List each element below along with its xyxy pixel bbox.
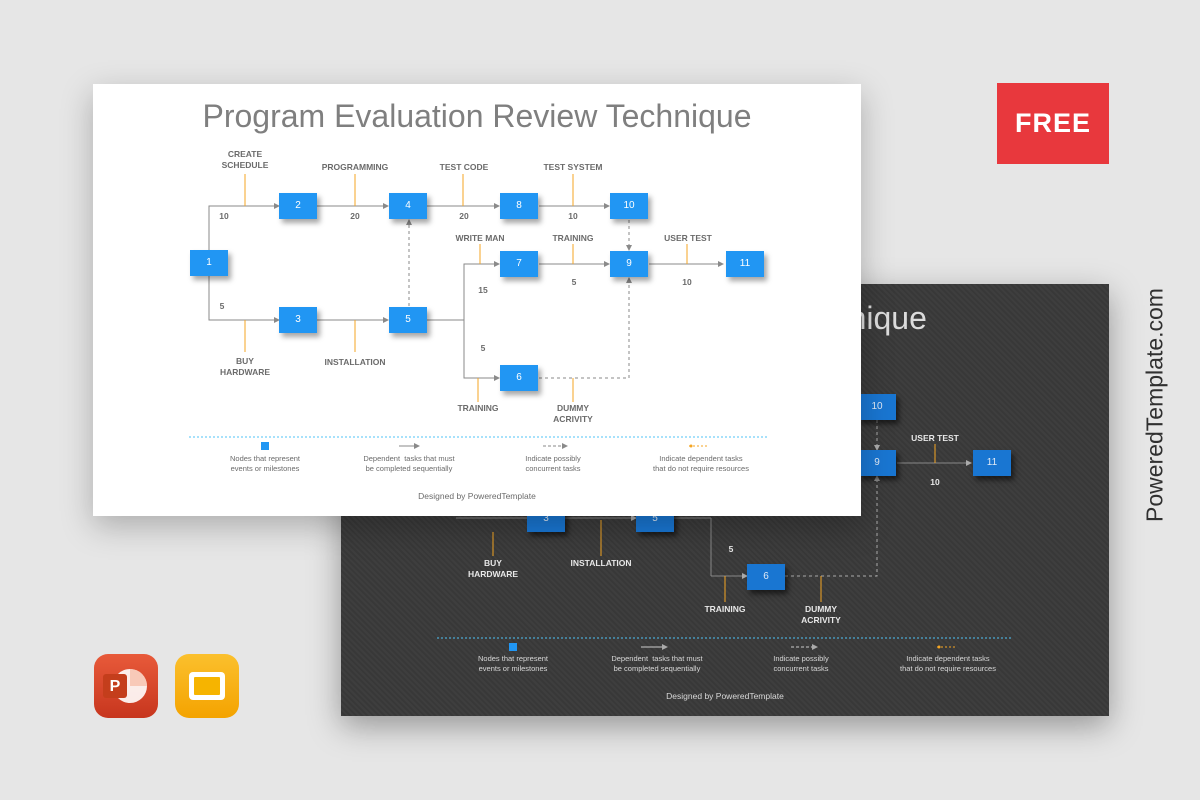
powerpoint-glyph: P <box>103 669 147 703</box>
task-programming: PROGRAMMING <box>321 162 389 172</box>
node-6[interactable]: 6 <box>500 365 538 391</box>
task-training-top: TRAINING <box>552 233 594 243</box>
duration-4-8: 20 <box>459 211 469 221</box>
dark-legend-concurrent: Indicate possibly concurrent tasks <box>773 654 829 673</box>
dark-node-9[interactable]: 9 <box>858 450 896 476</box>
dark-diagram-connectors <box>437 420 1013 651</box>
duration-7-9: 5 <box>571 277 577 287</box>
duration-1-3: 5 <box>219 301 225 311</box>
dark-task-user-test: USER TEST <box>911 433 959 443</box>
task-dummy-activity: DUMMY ACRIVITY <box>553 403 593 424</box>
legend-concurrent: Indicate possibly concurrent tasks <box>525 454 581 473</box>
light-slide-preview[interactable]: Program Evaluation Review Technique <box>93 84 861 516</box>
duration-9-11: 10 <box>682 277 692 287</box>
svg-text:P: P <box>110 678 121 695</box>
dark-node-10[interactable]: 10 <box>858 394 896 420</box>
node-2[interactable]: 2 <box>279 193 317 219</box>
google-slides-glyph <box>189 672 225 700</box>
dark-task-dummy-activity: DUMMY ACRIVITY <box>801 604 841 625</box>
task-write-man: WRITE MAN <box>455 233 505 243</box>
node-7[interactable]: 7 <box>500 251 538 277</box>
dark-node-11[interactable]: 11 <box>973 450 1011 476</box>
brand-vertical-text: PoweredTemplate.com <box>1141 288 1168 522</box>
node-8[interactable]: 8 <box>500 193 538 219</box>
dark-legend-sequential: Dependent tasks that must be completed s… <box>611 654 703 673</box>
diagram-connectors <box>189 174 767 450</box>
dark-legend-nodes: Nodes that represent events or milestone… <box>477 654 549 673</box>
legend-sequential: Dependent tasks that must be completed s… <box>363 454 455 473</box>
dark-legend-no-resources: Indicate dependent tasks that do not req… <box>900 654 996 673</box>
task-create-schedule: CREATE SCHEDULE <box>221 149 269 170</box>
task-buy-hardware: BUY HARDWARE <box>219 356 271 377</box>
node-9[interactable]: 9 <box>610 251 648 277</box>
task-training-bottom: TRAINING <box>457 403 499 413</box>
duration-5-6: 5 <box>480 343 486 353</box>
dark-duration-5-6: 5 <box>728 544 734 554</box>
dark-legend-node-icon <box>509 643 517 651</box>
legend-nodes: Nodes that represent events or milestone… <box>229 454 301 473</box>
dark-slide-footer: Designed by PoweredTemplate <box>666 691 784 701</box>
dark-node-6[interactable]: 6 <box>747 564 785 590</box>
task-test-code: TEST CODE <box>439 162 489 172</box>
duration-2-4: 20 <box>350 211 360 221</box>
legend-node-square-icon <box>261 442 269 450</box>
task-installation: INSTALLATION <box>324 357 386 367</box>
slide-footer: Designed by PoweredTemplate <box>418 491 536 501</box>
task-test-system: TEST SYSTEM <box>543 162 603 172</box>
task-user-test: USER TEST <box>664 233 712 243</box>
duration-1-2: 10 <box>219 211 229 221</box>
free-badge[interactable]: FREE <box>997 83 1109 164</box>
node-4[interactable]: 4 <box>389 193 427 219</box>
dark-task-buy-hardware: BUY HARDWARE <box>467 558 519 579</box>
google-slides-icon[interactable] <box>175 654 239 718</box>
duration-5-7: 15 <box>478 285 488 295</box>
powerpoint-icon[interactable]: P <box>94 654 158 718</box>
dark-task-installation: INSTALLATION <box>570 558 632 568</box>
node-5[interactable]: 5 <box>389 307 427 333</box>
node-11[interactable]: 11 <box>726 251 764 277</box>
node-10[interactable]: 10 <box>610 193 648 219</box>
node-3[interactable]: 3 <box>279 307 317 333</box>
node-1[interactable]: 1 <box>190 250 228 276</box>
dark-duration-9-11: 10 <box>930 477 940 487</box>
dark-task-training: TRAINING <box>704 604 746 614</box>
duration-8-10: 10 <box>568 211 578 221</box>
legend-no-resources: Indicate dependent tasks that do not req… <box>653 454 749 473</box>
slide-title: Program Evaluation Review Technique <box>202 98 752 134</box>
